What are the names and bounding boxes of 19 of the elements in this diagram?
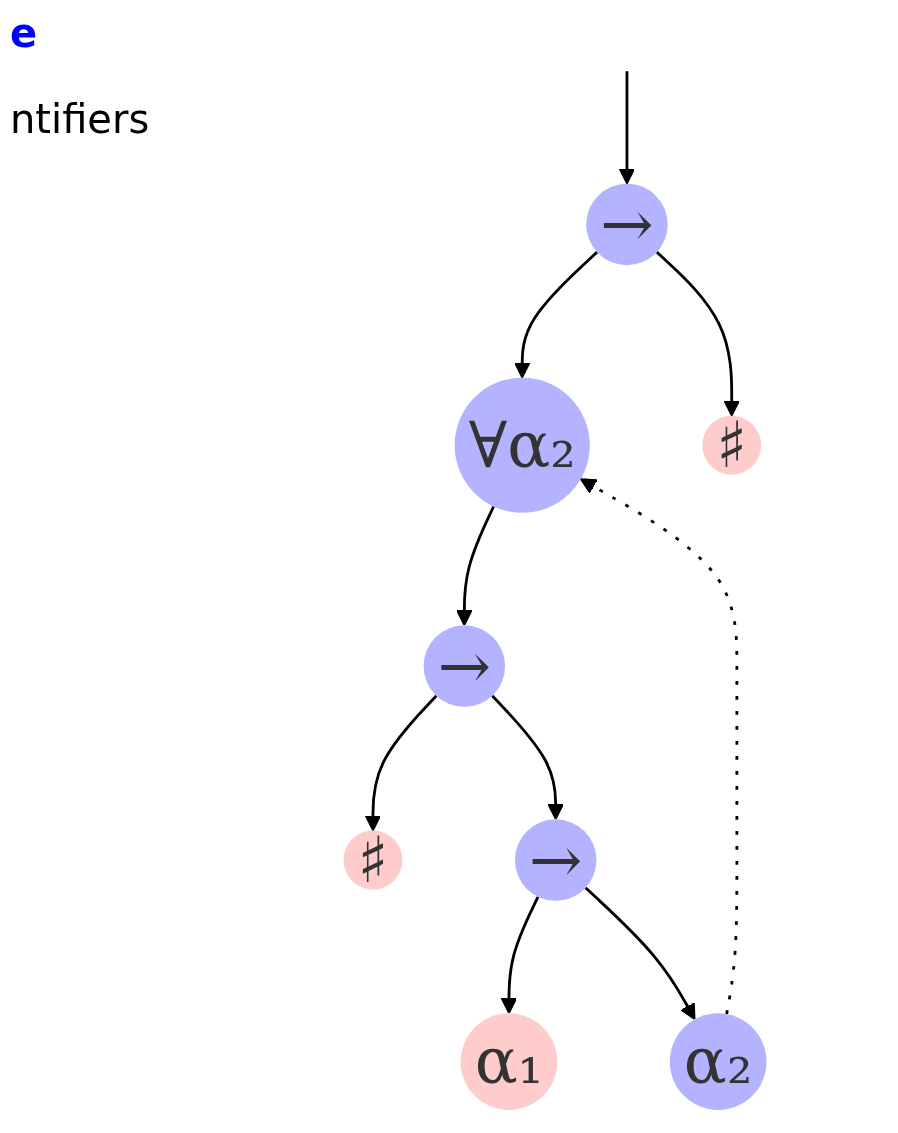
arrow [580, 478, 739, 1015]
node-circle: ∀α₂ [454, 377, 590, 513]
node-circle: → [586, 183, 668, 266]
arrow [655, 251, 740, 417]
arrow [584, 886, 696, 1021]
node-circle: → [423, 625, 506, 707]
arrow [364, 694, 438, 832]
node-circle: ♯ [702, 415, 762, 475]
text-fragment: e [10, 10, 39, 56]
arrow [513, 251, 598, 379]
arrow [491, 694, 564, 821]
text-fragment: ntifiers [10, 96, 151, 142]
node-circle: → [514, 819, 597, 901]
arrow [500, 896, 540, 1015]
node-circle: α₂ [669, 1013, 767, 1110]
arrow [618, 71, 636, 185]
node-circle: ♯ [343, 830, 403, 890]
arrow [456, 505, 495, 627]
node-circle: α₁ [460, 1013, 558, 1110]
